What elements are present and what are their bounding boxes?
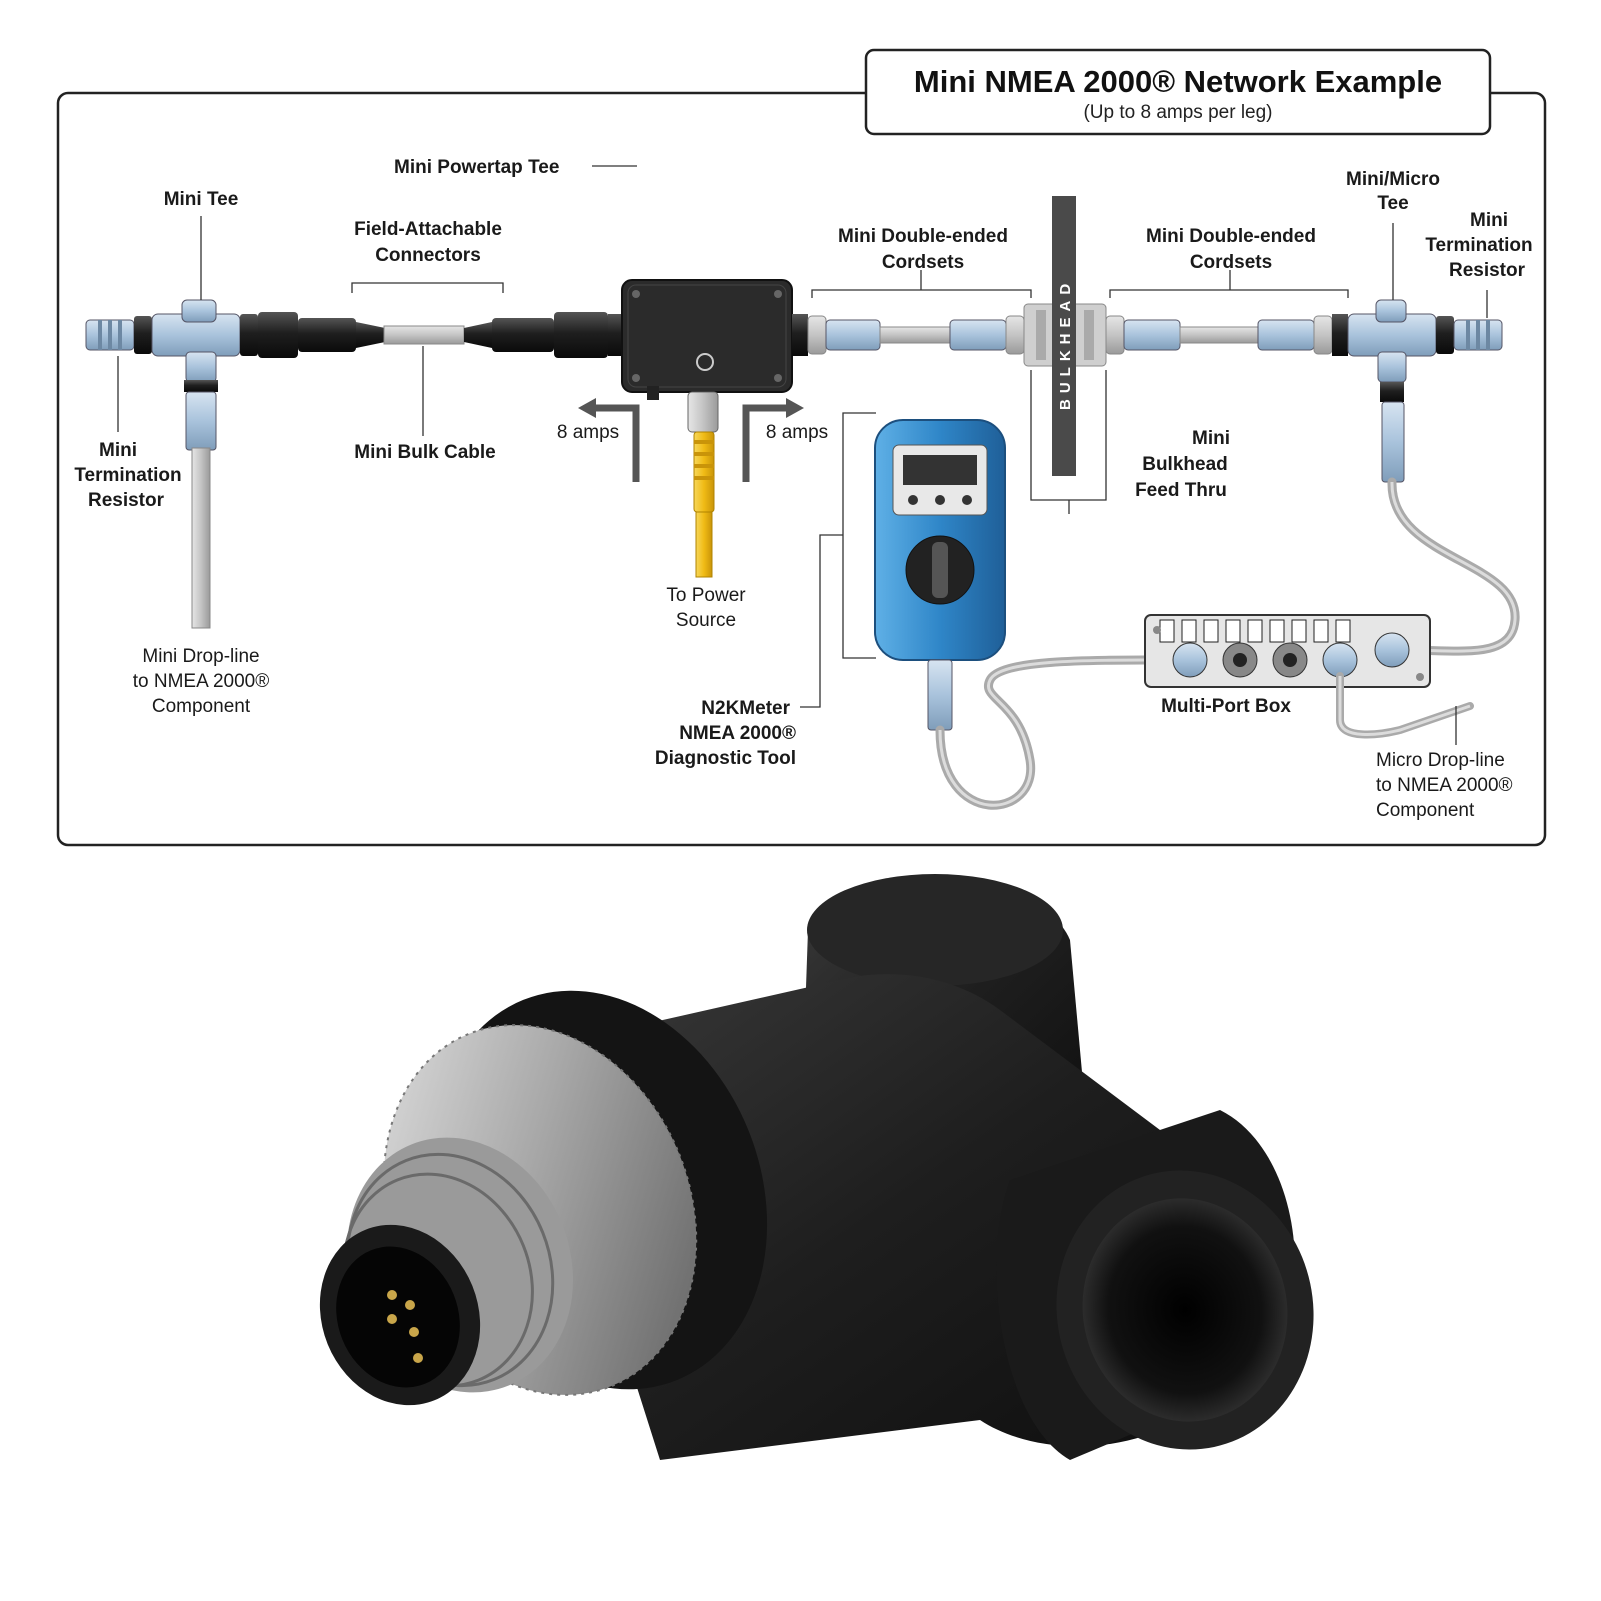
label-power-2: Source [676,610,736,631]
diagram-subtitle: (Up to 8 amps per leg) [1083,102,1272,123]
leader-lines [117,165,1488,745]
label-n2k-2: NMEA 2000® [679,723,796,744]
label-micro-drop-2: to NMEA 2000® [1376,775,1513,796]
label-field-attachable-1: Field-Attachable [354,219,502,240]
label-term-left-2: Termination [74,465,181,486]
label-mini-micro-tee-2: Tee [1377,193,1408,214]
label-mini-bulk-cable: Mini Bulk Cable [354,442,495,463]
termination-resistor-left [85,316,152,354]
cable-gland-nut [996,1110,1314,1460]
label-double-ended-left-1: Mini Double-ended [838,226,1008,247]
drop-cable-left [191,447,211,629]
n2kmeter-device [874,419,1006,731]
label-mini-micro-tee-1: Mini/Micro [1346,169,1440,190]
label-drop-left-2: to NMEA 2000® [133,671,270,692]
label-term-right-2: Termination [1425,235,1532,256]
label-mini-tee: Mini Tee [164,189,239,210]
label-8amps-left: 8 amps [557,422,619,443]
mini-bulk-cable [383,325,465,345]
connector-photo [319,874,1314,1460]
diagram-title: Mini NMEA 2000® Network Example [914,64,1442,99]
label-double-ended-right-2: Cordsets [1190,252,1272,273]
label-double-ended-right-1: Mini Double-ended [1146,226,1316,247]
label-micro-drop-3: Component [1376,800,1475,821]
field-connector-left [258,312,385,358]
label-mini-powertap-tee: Mini Powertap Tee [394,157,559,178]
label-drop-left-1: Mini Drop-line [142,646,259,667]
arrow-8amps-right [742,404,786,482]
meter-cable [935,655,1175,810]
power-cable [687,391,719,578]
label-bulkhead-feed-1: Mini [1192,428,1230,449]
label-multiport: Multi-Port Box [1161,696,1291,717]
mini-micro-tee-right [1332,299,1454,483]
label-term-left-3: Resistor [88,490,165,511]
label-8amps-right: 8 amps [766,422,828,443]
label-micro-drop-1: Micro Drop-line [1376,750,1505,771]
label-term-right-1: Mini [1470,210,1508,231]
cordset-left [807,315,1025,355]
arrowhead-right [786,398,804,418]
cordset-right [1105,315,1333,355]
label-power-1: To Power [666,585,746,606]
network-diagram: Mini NMEA 2000® Network Example (Up to 8… [56,48,1547,847]
diagram-frame [56,91,1547,847]
arrow-8amps-left [596,404,640,482]
label-bulkhead-feed-3: Feed Thru [1135,480,1227,501]
bulkhead-wall-label: BULKHEAD [1057,278,1074,410]
label-double-ended-left-2: Cordsets [882,252,964,273]
label-n2k-3: Diagnostic Tool [655,748,796,769]
label-field-attachable-2: Connectors [375,245,481,266]
contact-pins [387,1290,423,1363]
multi-port-box [1144,614,1431,688]
bulkhead-feed-thru [1023,196,1107,476]
label-term-left-1: Mini [99,440,137,461]
title-box [864,48,1492,136]
powertap-tee [608,279,808,400]
termination-resistor-right [1453,319,1503,351]
threaded-plug [319,1137,574,1406]
arrowhead-left [578,398,596,418]
field-connector-right [464,312,608,358]
label-bulkhead-feed-2: Bulkhead [1142,454,1228,475]
mini-tee-left [151,299,258,451]
label-drop-left-3: Component [152,696,251,717]
label-term-right-3: Resistor [1449,260,1526,281]
label-n2k-1: N2KMeter [701,698,790,719]
